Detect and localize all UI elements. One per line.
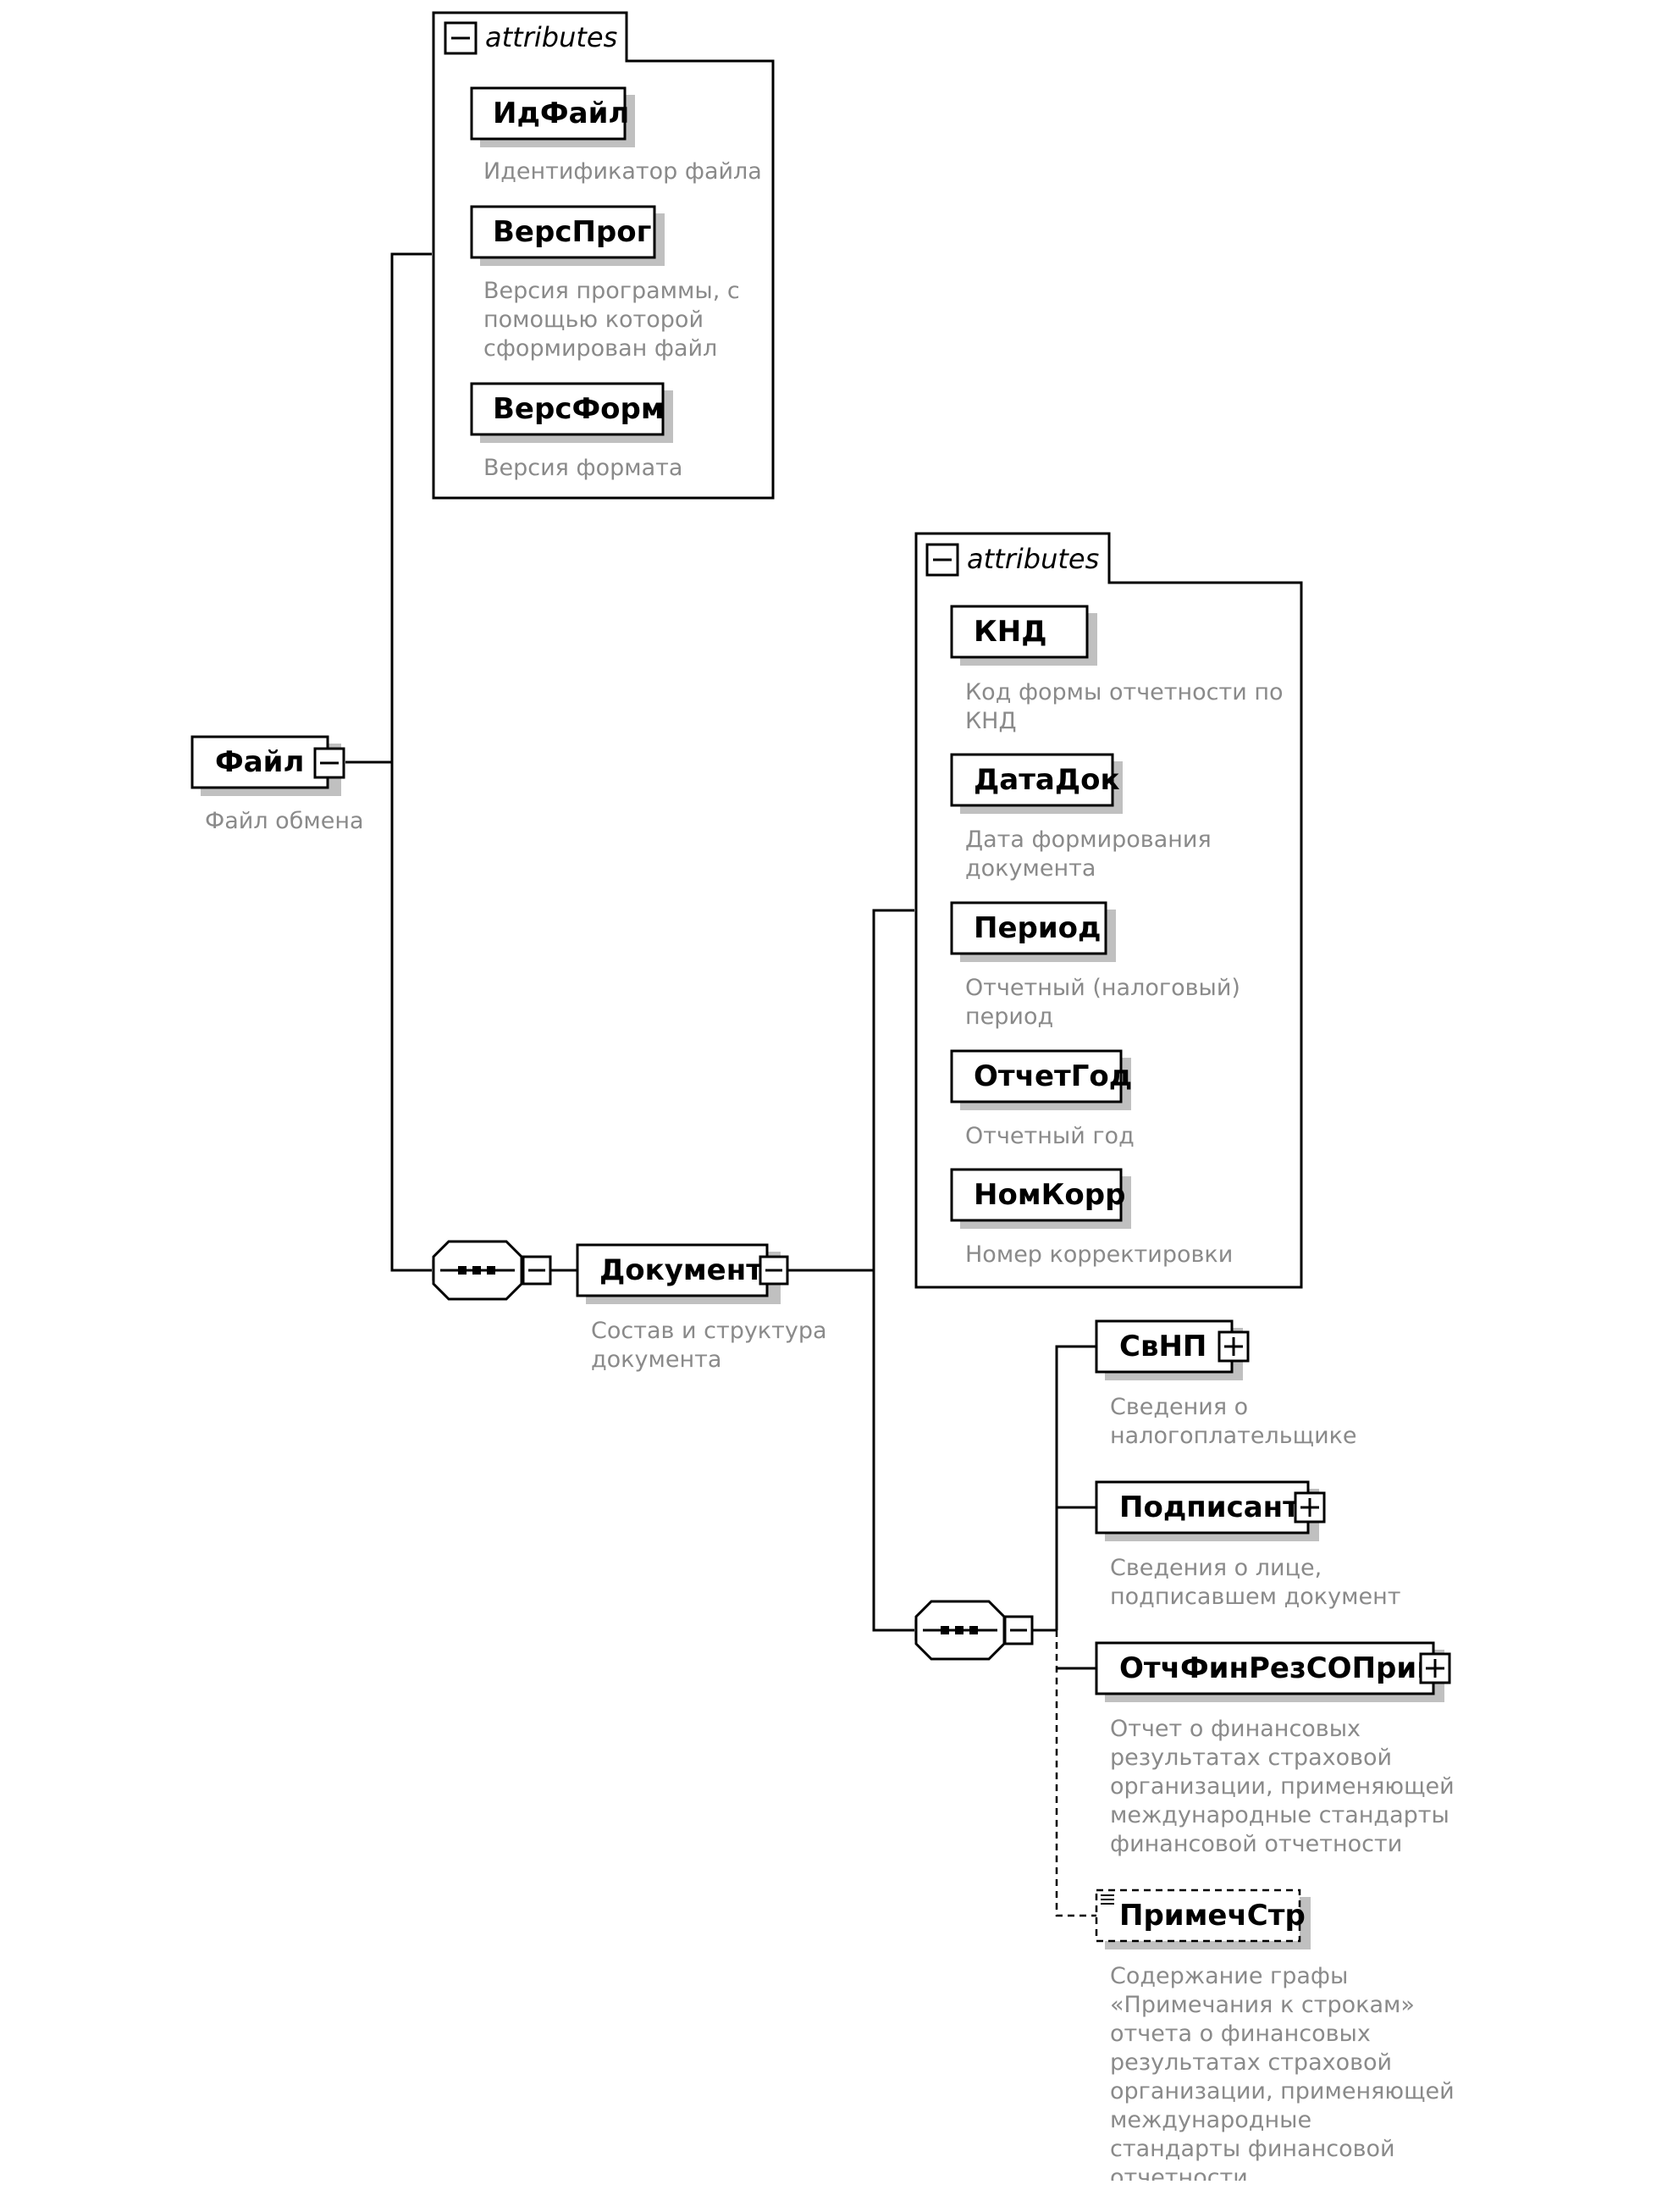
attribute-name: ДатаДок	[974, 763, 1120, 797]
attribute-description: Код формы отчетности по	[965, 679, 1284, 705]
element-description: организации, применяющей	[1110, 2078, 1455, 2104]
expand-plus-icon[interactable]	[1294, 1491, 1326, 1524]
sequence-icon	[923, 1626, 997, 1634]
element-description: Отчет о финансовых	[1110, 1716, 1361, 1742]
attribute-period[interactable]: Период	[950, 901, 1116, 962]
sequence-compositor[interactable]	[432, 1240, 552, 1301]
element-description: Файл обмена	[205, 808, 364, 834]
element-description: результатах страховой	[1110, 1745, 1392, 1771]
attribute-description: помощью которой	[483, 307, 704, 333]
element-description: международные стандарты	[1110, 1802, 1449, 1828]
element-description: организации, применяющей	[1110, 1773, 1455, 1800]
attribute-idfajl[interactable]: ИдФайл	[470, 86, 635, 147]
element-name: Файл	[215, 745, 304, 779]
optional-connector	[1055, 1630, 1096, 1917]
element-description: стандарты финансовой	[1110, 2136, 1395, 2162]
attribute-description: Номер корректировки	[965, 1241, 1233, 1268]
element-description: Сведения о лице,	[1110, 1555, 1322, 1581]
attributes-group-label: attributes	[967, 543, 1099, 575]
element-description: налогоплательщике	[1110, 1423, 1357, 1449]
collapse-minus-icon[interactable]	[522, 1255, 552, 1286]
element-name: ПримечСтр	[1119, 1899, 1306, 1933]
element-description: финансовой отчетности	[1110, 1831, 1402, 1857]
attribute-datadok[interactable]: ДатаДок	[950, 753, 1123, 814]
attribute-description: Отчетный (налоговый)	[965, 975, 1240, 1001]
expand-plus-icon[interactable]	[1419, 1652, 1451, 1684]
text-content-icon	[1101, 1894, 1114, 1905]
element-description: Сведения о	[1110, 1394, 1248, 1420]
attribute-description: период	[965, 1004, 1053, 1030]
element-name: Документ	[599, 1253, 763, 1287]
element-otchfinrezsoprim[interactable]: ОтчФинРезСОПрим	[1095, 1641, 1451, 1702]
collapse-minus-icon[interactable]	[1003, 1615, 1034, 1645]
attribute-versprog[interactable]: ВерсПрог	[470, 205, 665, 266]
sequence-icon	[440, 1266, 515, 1275]
attribute-name: НомКорр	[974, 1178, 1125, 1212]
attribute-name: КНД	[974, 615, 1047, 649]
attribute-description: КНД	[965, 708, 1017, 734]
element-dokument[interactable]: Документ	[576, 1243, 789, 1304]
attribute-name: ВерсФорм	[493, 392, 665, 426]
element-primechstr[interactable]: ПримечСтр	[1095, 1888, 1311, 1949]
attribute-description: Идентификатор файла	[483, 158, 762, 185]
element-name: ОтчФинРезСОПрим	[1119, 1651, 1440, 1685]
element-podpisant[interactable]: Подписант	[1095, 1480, 1326, 1541]
element-description: «Примечания к строкам»	[1110, 1992, 1415, 2018]
attribute-otchetgod[interactable]: ОтчетГод	[950, 1049, 1132, 1110]
attribute-description: документа	[965, 855, 1096, 882]
attribute-name: Период	[974, 911, 1102, 945]
attribute-name: ВерсПрог	[493, 215, 651, 249]
attribute-description: сформирован файл	[483, 335, 717, 362]
element-name: СвНП	[1119, 1330, 1206, 1363]
attributes-group-label: attributes	[485, 21, 617, 53]
attribute-description: Отчетный год	[965, 1123, 1135, 1149]
attribute-versform[interactable]: ВерсФорм	[470, 382, 673, 443]
sequence-compositor[interactable]	[914, 1600, 1034, 1661]
element-description: отчетности	[1110, 2165, 1248, 2191]
element-description: Содержание графы	[1110, 1963, 1348, 1989]
element-description: Состав и структура	[591, 1318, 827, 1344]
collapse-minus-icon[interactable]	[444, 21, 478, 55]
element-description: международные	[1110, 2107, 1311, 2133]
element-fajl[interactable]: Файл	[190, 735, 345, 796]
collapse-minus-icon[interactable]	[313, 747, 345, 779]
attribute-nomkorr[interactable]: НомКорр	[950, 1168, 1131, 1229]
attribute-knd[interactable]: КНД	[950, 605, 1097, 666]
element-name: Подписант	[1119, 1490, 1300, 1524]
element-description: отчета о финансовых	[1110, 2021, 1371, 2047]
attribute-name: ИдФайл	[493, 97, 629, 130]
collapse-minus-icon[interactable]	[759, 1255, 789, 1286]
attribute-description: Версия формата	[483, 455, 682, 481]
element-description: результатах страховой	[1110, 2049, 1392, 2076]
element-description: подписавшем документ	[1110, 1584, 1400, 1610]
attribute-description: Дата формирования	[965, 827, 1212, 853]
attribute-description: Версия программы, с	[483, 278, 740, 304]
collapse-minus-icon[interactable]	[925, 543, 959, 577]
element-svnp[interactable]: СвНП	[1095, 1319, 1250, 1380]
element-description: документа	[591, 1347, 721, 1373]
expand-plus-icon[interactable]	[1218, 1330, 1250, 1363]
attribute-name: ОтчетГод	[974, 1059, 1132, 1093]
